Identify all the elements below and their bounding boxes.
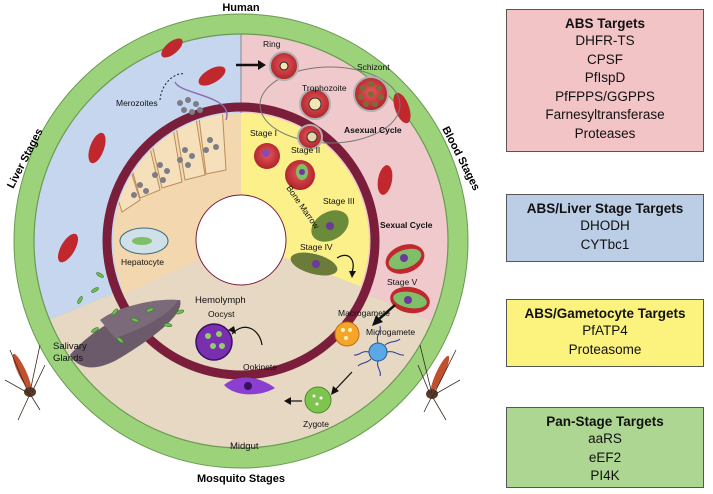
- target-item: DHFR-TS: [575, 33, 635, 48]
- zygote-label: Zygote: [303, 419, 329, 429]
- abs-targets-title: ABS Targets: [564, 16, 646, 31]
- stage-iv-label: Stage IV: [300, 242, 333, 252]
- rbc: [393, 92, 411, 124]
- salivary-glands-label: Salivary: [53, 341, 87, 352]
- midgut-label: Midgut: [230, 441, 259, 452]
- abs-liver-targets-box: ABS/Liver Stage Targets DHODH CYTbc1: [506, 194, 704, 262]
- stage-ii-label: Stage II: [291, 145, 320, 155]
- oocyst-label: Oocyst: [208, 309, 235, 319]
- macrogamete: [334, 321, 360, 347]
- mosquito-right-icon: [417, 344, 461, 421]
- oocyst: [195, 323, 233, 361]
- target-item: Farnesyltransferase: [545, 107, 665, 122]
- life-cycle-diagram: Human Mosquito Stages Liver Stages Blood…: [4, 2, 482, 485]
- salivary-glands-label-2: Glands: [53, 353, 83, 364]
- ring-label: Ring: [263, 39, 281, 49]
- stage-v-label: Stage V: [387, 277, 418, 287]
- asexual-cycle-label: Asexual Cycle: [344, 125, 402, 135]
- hemolymph-label: Hemolymph: [195, 295, 246, 306]
- target-item: DHODH: [580, 218, 630, 233]
- mosquito-stages-label: Mosquito Stages: [197, 473, 285, 485]
- stage-iii-label: Stage III: [323, 196, 355, 206]
- target-item: CYTbc1: [580, 236, 630, 252]
- rbc: [57, 233, 79, 263]
- microgamete: [353, 325, 405, 377]
- human-label: Human: [222, 2, 260, 14]
- target-item: Proteases: [574, 125, 636, 141]
- stage-i-label: Stage I: [250, 128, 277, 138]
- rbc: [88, 132, 106, 164]
- target-item: Proteasome: [568, 341, 642, 357]
- microgamete-label: Microgamete: [366, 327, 415, 337]
- pan-stage-targets-title: Pan-Stage Targets: [546, 414, 664, 429]
- schizont-label: Schizont: [357, 62, 390, 72]
- rbc: [198, 66, 226, 86]
- abs-liver-targets-title: ABS/Liver Stage Targets: [526, 201, 684, 216]
- center-hole: [195, 194, 287, 286]
- pan-stage-targets-box: Pan-Stage Targets aaRS eEF2 PI4K: [506, 407, 704, 488]
- target-item: PfATP4: [582, 323, 628, 338]
- hepatocyte-label: Hepatocyte: [121, 257, 164, 267]
- abs-gametocyte-targets-box: ABS/Gametocyte Targets PfATP4 Proteasome: [506, 299, 704, 367]
- merozoites-label: Merozoites: [116, 98, 158, 108]
- target-item: aaRS: [588, 431, 622, 446]
- target-item: PfFPPS/GGPPS: [555, 88, 655, 104]
- rbc: [161, 38, 183, 58]
- tissue-membrane: [102, 102, 380, 380]
- abs-targets-box: ABS Targets DHFR-TS CPSF PfIspD PfFPPS/G…: [506, 9, 704, 152]
- target-item: PI4K: [590, 468, 620, 483]
- trophozoite-label: Trophozoite: [302, 83, 347, 93]
- target-item: CPSF: [586, 51, 623, 67]
- target-item: eEF2: [588, 449, 622, 465]
- zygote: [304, 386, 332, 414]
- sexual-cycle-label: Sexual Cycle: [380, 220, 433, 230]
- target-item: PfIspD: [584, 70, 626, 85]
- macrogamete-label: Macrogamete: [338, 308, 390, 318]
- rbc: [377, 165, 393, 195]
- mosquito-left-icon: [4, 344, 46, 421]
- ookinete-label: Ookinete: [243, 362, 277, 372]
- abs-gametocyte-targets-title: ABS/Gametocyte Targets: [524, 306, 686, 321]
